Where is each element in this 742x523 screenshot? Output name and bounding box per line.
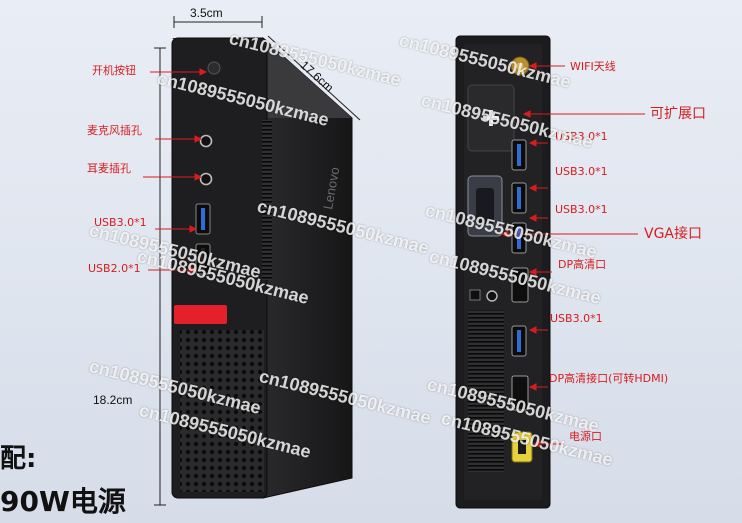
mic-jack [199,134,213,148]
label-headphone-jack: 耳麦插孔 [87,162,131,175]
height-dimension: 18.2cm [93,393,133,407]
label-expansion-port: 可扩展口 [650,106,706,122]
label-dp-hdmi-port: DP高清接口(可转HDMI) [549,372,669,385]
dp-port-1 [511,267,529,303]
label-power-port: 电源口 [569,430,602,443]
power-button [207,61,221,75]
label-power-button: 开机按钮 [92,64,136,77]
label-rear-usb-3: USB3.0*1 [555,203,608,216]
label-rear-usb-1: USB3.0*1 [555,130,608,143]
accessory-power-adapter: 90W电源 [0,485,126,518]
security-slot [469,289,481,301]
front-hex-vent [180,330,264,492]
label-wifi-antenna: WIFI天线 [570,60,616,73]
label-rear-usb-2: USB3.0*1 [555,165,608,178]
rear-audio-jack [486,290,498,302]
headphone-jack [199,172,213,186]
dp-port-2 [511,375,529,411]
label-front-usb20: USB2.0*1 [88,262,141,275]
width-dimension: 3.5cm [190,6,223,20]
label-dp-port: DP高清口 [558,258,607,271]
accessory-heading: 配: [0,444,37,474]
label-vga-port: VGA接口 [644,226,703,242]
label-mic-jack: 麦克风插孔 [87,124,142,137]
side-vent [262,120,272,280]
red-accent-tab [174,305,227,324]
label-front-usb30: USB3.0*1 [94,216,147,229]
rear-vent [468,310,504,472]
side-logo: Lenovo [320,166,342,211]
label-rear-usb-4: USB3.0*1 [550,312,603,325]
